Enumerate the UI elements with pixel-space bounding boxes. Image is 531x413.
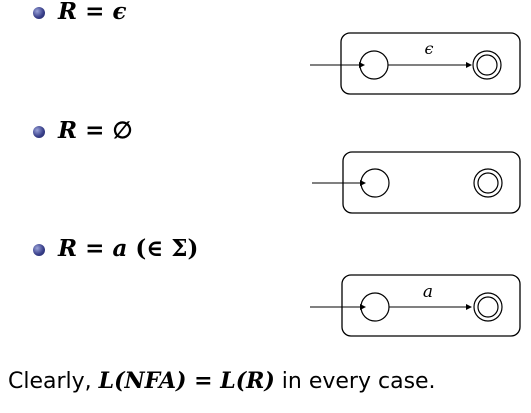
nfa-diagram-symbol: a (310, 274, 521, 337)
formula-rhs: ϵ (112, 0, 127, 25)
nfa-diagram-epsilon: ϵ (310, 32, 521, 95)
bullet-case-symbol (33, 244, 45, 256)
nfa-box (340, 32, 521, 95)
formula-op: = (85, 235, 105, 262)
formula-case-epsilon: R = ϵ (58, 0, 126, 25)
conclusion-rhs: L(R) (220, 368, 275, 394)
nfa-box (342, 151, 521, 214)
formula-case-empty: R = ∅ (58, 117, 132, 144)
transition-label: ϵ (425, 39, 434, 58)
accept-state-inner (476, 54, 498, 76)
conclusion-op: = (186, 368, 221, 394)
nfa-box (341, 274, 521, 337)
formula-op: = (85, 117, 105, 144)
conclusion-prefix: Clearly, (8, 369, 99, 394)
formula-lhs: R (58, 235, 78, 262)
conclusion-text: Clearly, L(NFA) = L(R) in every case. (8, 368, 436, 394)
accept-state-outer (473, 168, 503, 198)
accept-state-inner (477, 296, 499, 318)
accept-state-outer (473, 292, 503, 322)
accept-state-outer (472, 50, 502, 80)
accept-state-inner (477, 172, 499, 194)
transition-arrowhead (466, 304, 472, 310)
bullet-case-epsilon (33, 7, 45, 19)
formula-note: (∈ Σ) (135, 235, 199, 262)
formula-op: = (85, 0, 105, 25)
start-state (360, 168, 390, 198)
conclusion-lhs: L(NFA) (98, 368, 187, 394)
nfa-diagram-empty (312, 151, 521, 214)
formula-case-symbol: R = a (∈ Σ) (58, 235, 198, 262)
bullet-case-empty (33, 126, 45, 138)
transition-arrowhead (466, 62, 472, 68)
formula-lhs: R (58, 0, 78, 25)
conclusion-suffix: in every case. (274, 369, 436, 394)
formula-rhs: a (112, 235, 128, 262)
transition-label: a (423, 282, 433, 302)
formula-rhs: ∅ (112, 117, 133, 144)
formula-lhs: R (58, 117, 78, 144)
